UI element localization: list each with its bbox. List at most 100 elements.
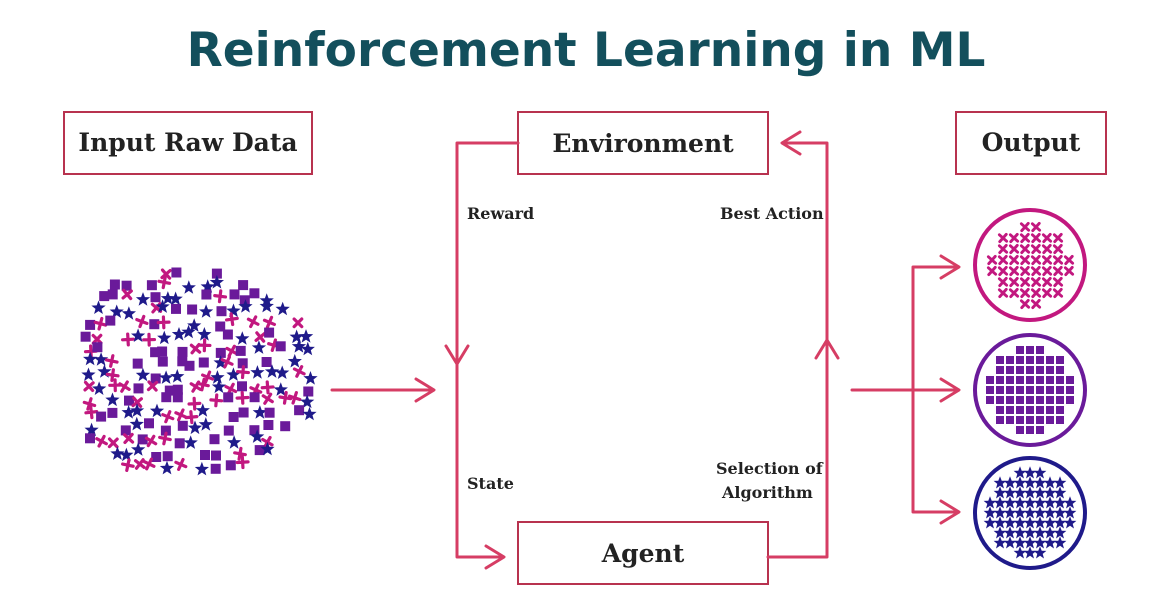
cross-icon [121, 332, 135, 347]
cross-icon [118, 380, 131, 393]
square-icon [177, 346, 188, 357]
star-icon [159, 460, 175, 475]
square-icon [1016, 396, 1024, 404]
star-icon [1003, 536, 1017, 549]
cross-icon [278, 390, 293, 405]
state-label: State [467, 474, 514, 493]
star-icon [1013, 526, 1027, 539]
cross-icon [262, 315, 277, 329]
star-icon [92, 381, 107, 395]
star-icon [200, 279, 215, 293]
square-icon [177, 420, 188, 431]
output-arrow-top [911, 265, 957, 392]
cross-icon [108, 378, 123, 393]
cross-icon [82, 397, 97, 411]
square-icon [238, 407, 249, 418]
cross-icon [1008, 276, 1020, 288]
star-icon [259, 298, 274, 313]
square-icon [264, 407, 275, 418]
square-icon [1026, 386, 1034, 394]
output-arrowhead-middle [939, 377, 961, 403]
star-icon [1003, 526, 1017, 539]
star-icon [993, 526, 1007, 539]
cross-icon [1008, 265, 1020, 277]
square-icon [146, 280, 157, 291]
star-icon [183, 435, 198, 449]
cross-icon [1030, 276, 1042, 288]
cross-icon [233, 446, 247, 461]
star-icon [1023, 516, 1037, 529]
square-icon [1036, 376, 1044, 384]
star-icon [251, 340, 267, 354]
cross-icon [1019, 221, 1031, 233]
cross-icon [236, 365, 250, 380]
star-icon [91, 300, 106, 314]
square-icon [1056, 376, 1064, 384]
star-icon [235, 331, 250, 345]
cross-icon [158, 431, 172, 446]
square-icon [1016, 366, 1024, 374]
square-icon [1036, 416, 1044, 424]
cross-icon [91, 333, 103, 345]
square-icon [150, 373, 161, 384]
star-icon [1053, 516, 1067, 529]
square-icon [149, 319, 160, 330]
star-icon [1003, 486, 1017, 499]
square-icon [171, 303, 181, 314]
square-icon [1026, 366, 1034, 374]
square-icon [187, 304, 198, 315]
output-arrowhead-bottom [939, 499, 961, 525]
star-icon [160, 291, 175, 305]
square-icon [120, 425, 131, 436]
square-icon [209, 434, 220, 445]
star-icon [170, 369, 185, 383]
star-icon [1043, 476, 1057, 489]
square-icon [133, 383, 144, 394]
cross-icon [122, 432, 135, 445]
star-icon [129, 416, 144, 431]
cross-icon [1019, 287, 1031, 299]
square-icon [211, 450, 221, 461]
star-icon [213, 355, 228, 369]
square-icon [160, 425, 171, 436]
square-icon [1036, 406, 1044, 414]
square-icon [1046, 406, 1054, 414]
square-icon [1046, 376, 1054, 384]
cross-icon [95, 434, 108, 448]
square-icon [99, 291, 110, 302]
cross-icon [131, 396, 143, 408]
square-icon [996, 366, 1004, 374]
cross-icon [292, 365, 306, 378]
star-icon [131, 442, 146, 456]
square-icon [105, 315, 116, 326]
square-icon [996, 386, 1004, 394]
square-icon [1006, 416, 1014, 424]
square-icon [200, 450, 210, 460]
star-icon [1043, 516, 1057, 529]
star-icon [1053, 496, 1067, 509]
star-icon [1013, 506, 1027, 519]
square-icon [1066, 396, 1074, 404]
star-icon [993, 496, 1007, 509]
cross-icon [93, 316, 108, 331]
square-icon [201, 289, 212, 300]
cross-icon [1041, 287, 1053, 299]
reward-state-connector [455, 141, 520, 559]
cross-icon [1030, 287, 1042, 299]
square-icon [986, 376, 994, 384]
star-icon [1043, 506, 1057, 519]
star-icon [1003, 496, 1017, 509]
cross-icon [121, 288, 133, 301]
square-icon [1056, 406, 1064, 414]
square-icon [1036, 366, 1044, 374]
star-icon [109, 304, 124, 318]
square-icon [1006, 366, 1014, 374]
square-icon [996, 416, 1004, 424]
cross-icon [235, 390, 250, 405]
cross-icon [254, 331, 267, 343]
star-icon [105, 392, 120, 407]
star-icon [1033, 476, 1047, 489]
cross-icon [1008, 287, 1020, 299]
cross-icon [997, 254, 1009, 266]
square-icon [132, 358, 143, 369]
